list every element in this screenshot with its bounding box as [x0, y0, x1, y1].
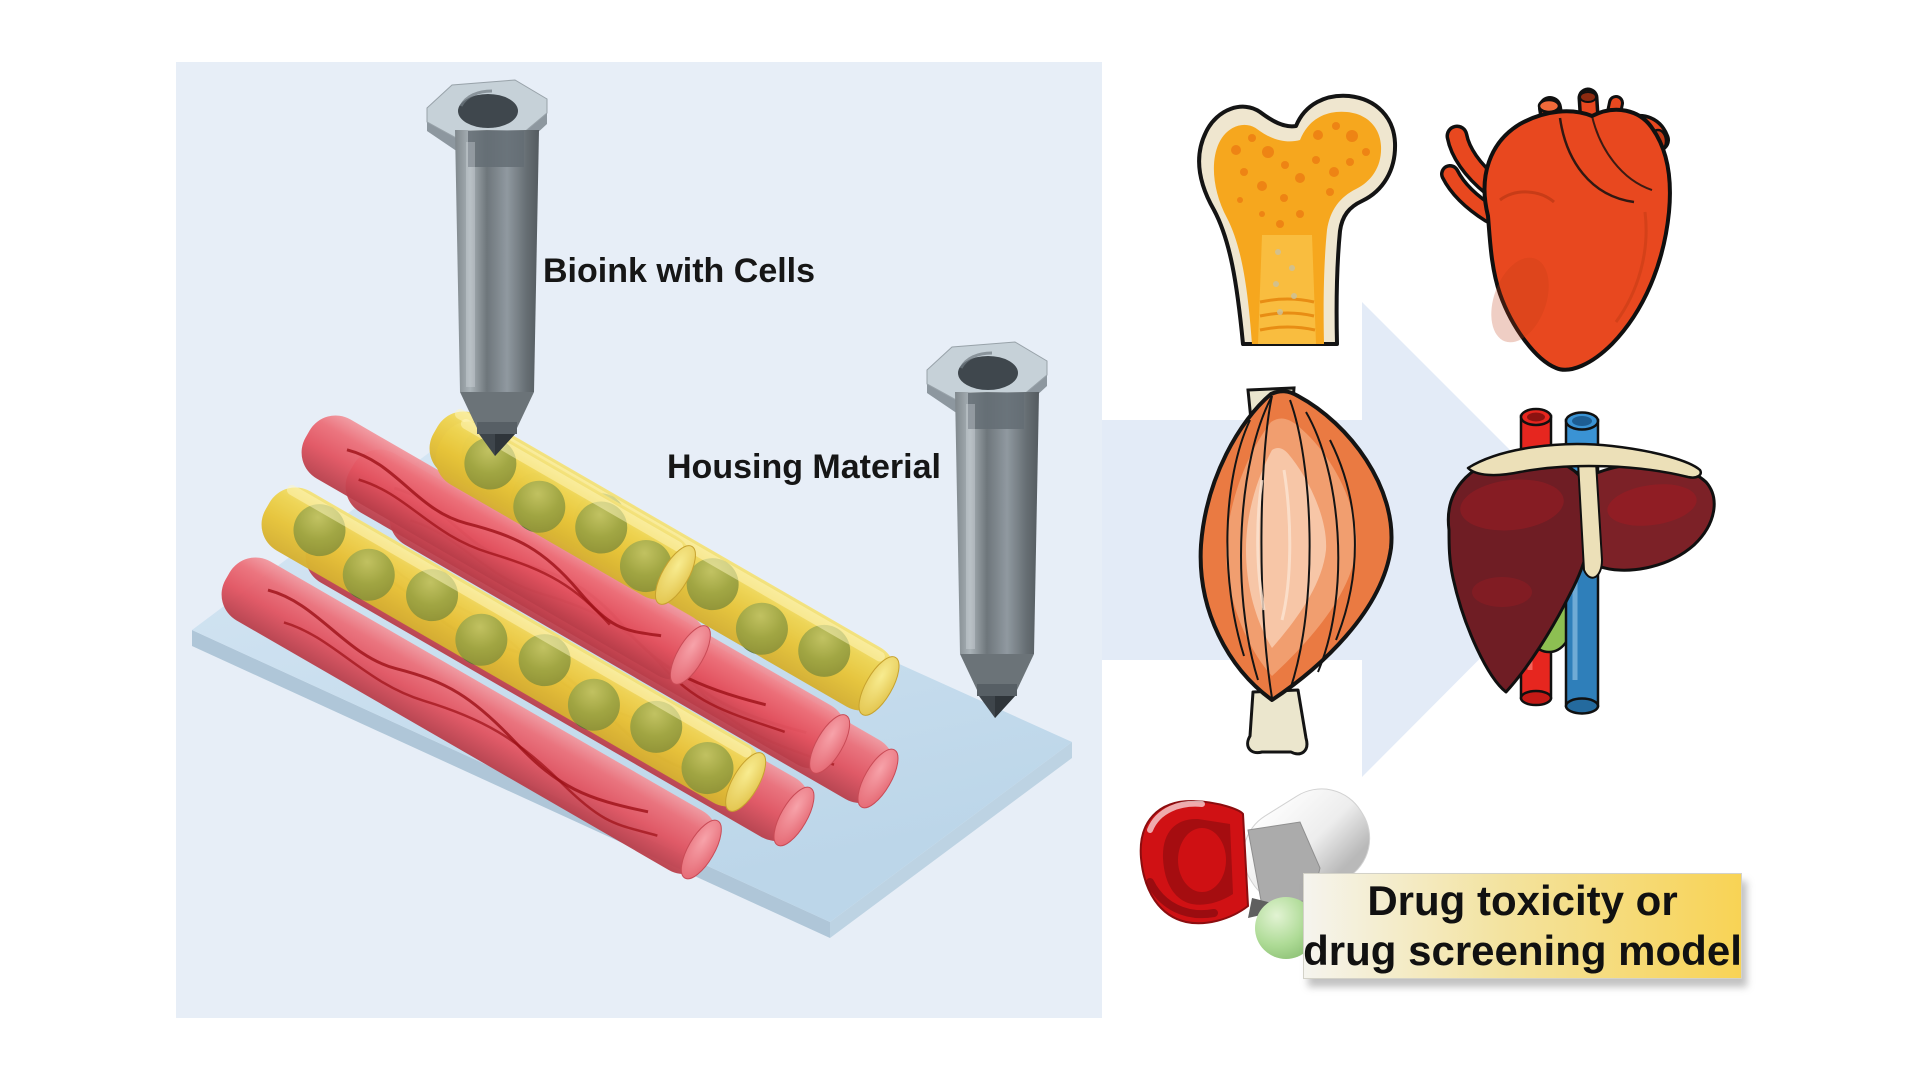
red-strand [301, 415, 711, 685]
muscle-icon [1198, 386, 1394, 756]
yellow-strand [435, 418, 696, 605]
red-strand [221, 557, 722, 880]
drug-label-line1: Drug toxicity or [1367, 877, 1678, 924]
drug-label-line2: drug screening model [1303, 927, 1742, 974]
liver-icon [1446, 407, 1716, 715]
bone-icon [1197, 93, 1398, 346]
drug-screening-label: Drug toxicity or drug screening model [1303, 873, 1742, 979]
housing-label: Housing Material [667, 448, 941, 486]
bioink-label: Bioink with Cells [543, 252, 816, 290]
yellow-strand [261, 484, 767, 812]
drug-capsule-icon [1139, 788, 1371, 959]
heart-icon [1440, 87, 1672, 372]
pill-sphere [1255, 897, 1317, 959]
bioprinted-lattice [221, 408, 900, 880]
